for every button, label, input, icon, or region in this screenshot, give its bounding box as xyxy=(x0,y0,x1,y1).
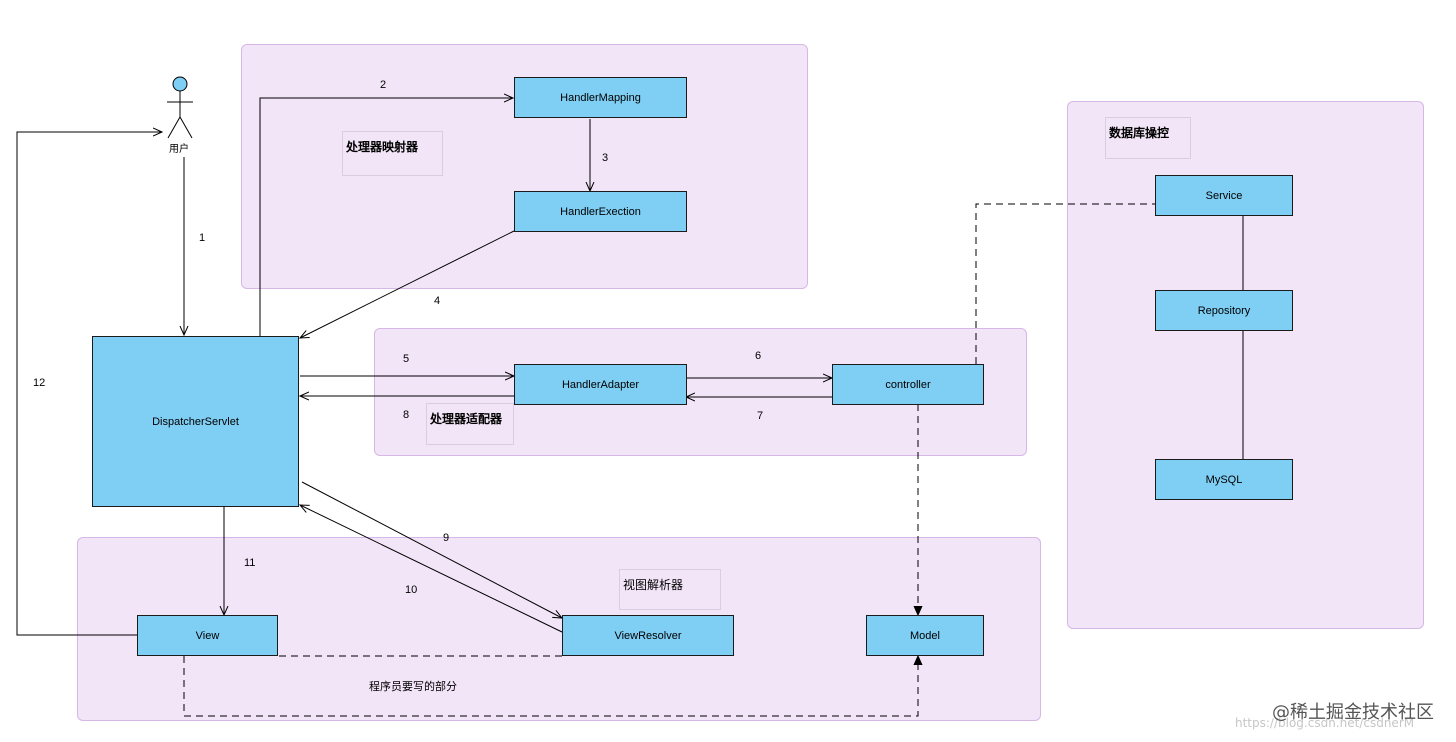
watermark-url: https://blog.csdn.net/csdnerM xyxy=(1235,716,1415,730)
handler-exection-node: HandlerExection xyxy=(514,191,687,232)
view-resolver-label: 视图解析器 xyxy=(619,569,721,610)
step-4: 4 xyxy=(434,295,441,307)
step-2: 2 xyxy=(380,79,387,91)
step-11: 11 xyxy=(244,557,256,569)
user-label: 用户 xyxy=(169,144,189,155)
step-5: 5 xyxy=(403,353,410,365)
repository-node: Repository xyxy=(1155,290,1293,331)
edge-12 xyxy=(16,132,162,636)
edge-view-model xyxy=(183,656,918,717)
edge-controller-service xyxy=(975,203,1155,364)
step-7: 7 xyxy=(757,410,764,422)
database-label: 数据库操控 xyxy=(1105,117,1191,159)
programmer-note: 程序员要写的部分 xyxy=(369,680,457,693)
edge-10 xyxy=(300,505,563,633)
edge-2 xyxy=(259,98,513,336)
handler-adapter-node: HandlerAdapter xyxy=(514,364,687,405)
step-3: 3 xyxy=(602,152,609,164)
step-9: 9 xyxy=(443,532,450,544)
step-6: 6 xyxy=(755,350,762,362)
step-12: 12 xyxy=(33,377,46,389)
step-10: 10 xyxy=(405,584,418,596)
model-node: Model xyxy=(866,615,984,656)
watermark-text: @稀土掘金技术社区 xyxy=(1272,702,1434,723)
edge-9 xyxy=(301,481,562,618)
view-node: View xyxy=(137,615,278,656)
controller-node: controller xyxy=(832,364,984,405)
handler-mapper-label: 处理器映射器 xyxy=(342,131,443,176)
service-node: Service xyxy=(1155,175,1293,216)
view-resolver-node: ViewResolver xyxy=(562,615,734,656)
handler-adapter-label: 处理器适配器 xyxy=(426,403,514,445)
dispatcher-servlet-node: DispatcherServlet xyxy=(92,336,299,507)
step-8: 8 xyxy=(403,409,410,421)
edge-4 xyxy=(300,230,515,338)
user-actor-icon xyxy=(167,76,193,139)
handler-mapping-node: HandlerMapping xyxy=(514,77,687,118)
mysql-node: MySQL xyxy=(1155,459,1293,500)
step-1: 1 xyxy=(199,232,206,244)
